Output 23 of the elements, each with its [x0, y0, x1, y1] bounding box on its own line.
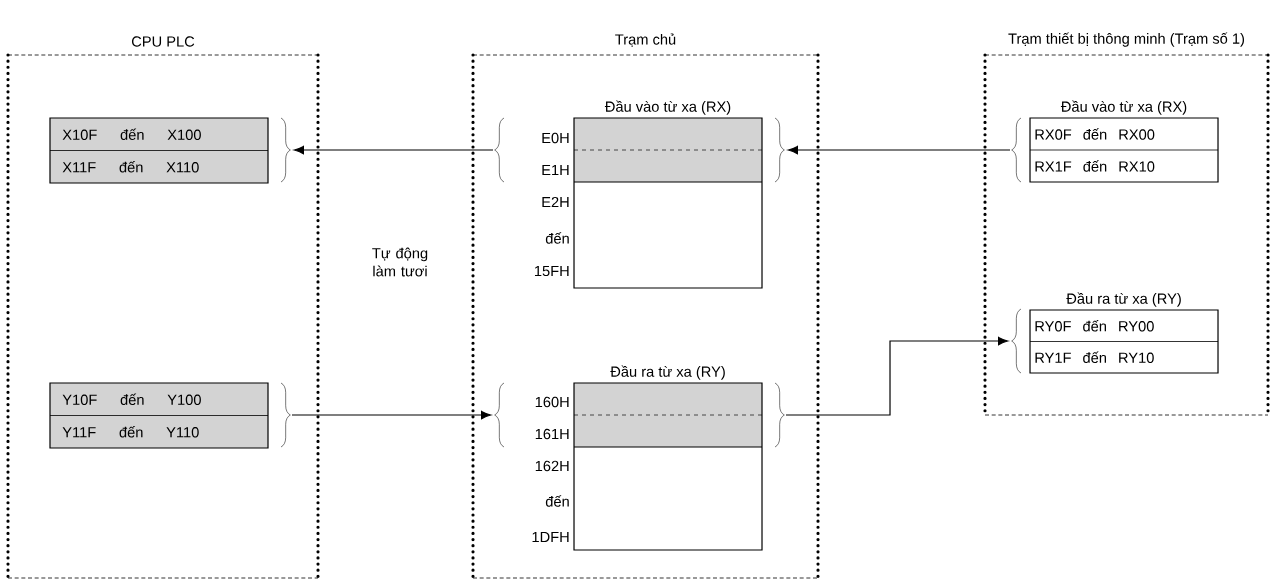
arrow	[785, 336, 1009, 416]
arrow	[787, 145, 1011, 155]
arrow	[293, 145, 494, 155]
address-label: 161H	[535, 428, 569, 440]
address-label: E0H	[542, 132, 569, 144]
address-label: E1H	[542, 164, 569, 176]
arrow	[291, 410, 492, 420]
address-label: 1DFH	[532, 531, 569, 543]
address-label: đến	[545, 495, 569, 507]
memory-block: Đầu vào từ xa (RX)	[573, 100, 763, 289]
table-heading: Đầu ra từ xa (RY)	[1066, 292, 1181, 307]
memory-block: Đầu ra từ xa (RY)	[573, 365, 763, 551]
address-label: đến	[545, 232, 569, 244]
address-label: 162H	[535, 460, 569, 472]
register-table: RX0F đến RX00 RX1F đến RX10	[1029, 117, 1219, 183]
table-heading: Đầu vào từ xa (RX)	[1060, 100, 1187, 115]
address-label: 160H	[535, 396, 569, 408]
register-table: X10F đến X100 X11F đến X110	[49, 117, 269, 184]
address-label: 15FH	[535, 265, 569, 277]
address-label: E2H	[542, 196, 569, 208]
note-text: Tự động làm tươi	[372, 247, 428, 277]
register-table: Y10F đến Y100 Y11F đến Y110	[49, 382, 269, 449]
register-table: RY0F đến RY00 RY1F đến RY10	[1029, 309, 1219, 374]
